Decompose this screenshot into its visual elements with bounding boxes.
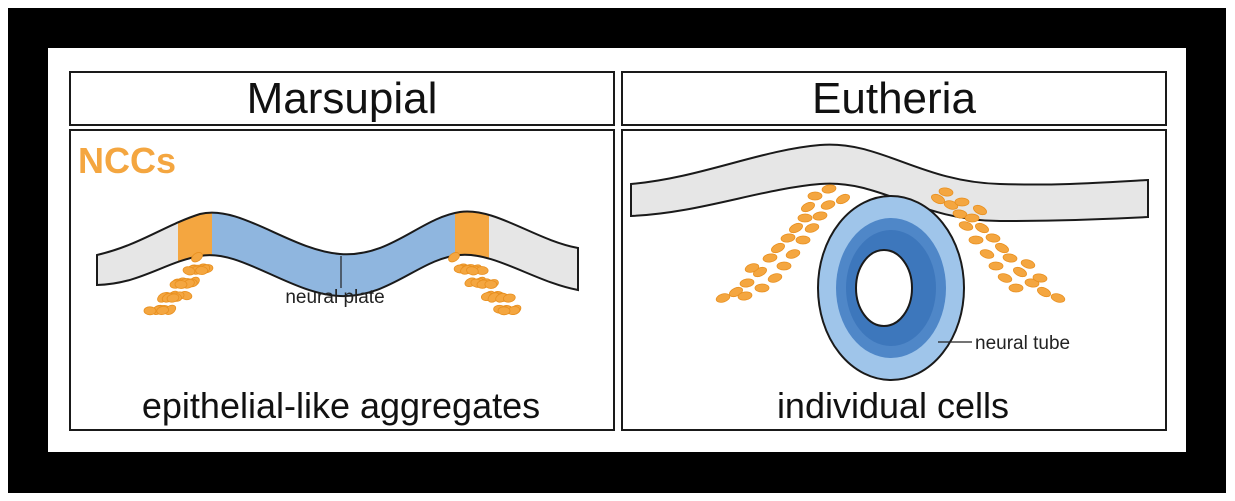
neural-plate-label: neural plate [285,287,384,308]
ncc-aggregate-right [448,252,522,316]
ncc-cell [1032,273,1048,283]
ncc-cell [497,306,511,316]
ncc-cell [502,293,516,303]
eutheria-caption: individual cells [776,385,1010,426]
ncc-region-right [455,211,489,297]
ncc-cell [767,273,783,283]
ncc-cell [466,266,479,276]
ncc-cell [1037,286,1051,298]
ncc-cell [938,187,954,197]
ncc-cell [801,201,815,213]
ncc-cell [739,278,755,288]
ncc-cell [744,263,760,273]
ncc-cell [789,222,803,234]
marsupial-ectoderm-outline [96,210,579,298]
ncc-cell [174,280,188,289]
ncc-cell [195,266,209,275]
neural-tube [817,195,965,381]
eutheria-ectoderm [630,143,1149,223]
ncc-cell [785,249,801,259]
ncc-cell [737,291,753,301]
ncc-cell [804,223,820,233]
ncc-cell [812,211,828,221]
ncc-cell [1002,253,1018,263]
ncc-cell [975,222,989,234]
eutheria-title: Eutheria [621,71,1167,126]
ncc-cell [754,283,770,293]
ncc-cell [797,213,813,223]
ncc-cell [182,266,196,276]
ncc-cell [762,253,778,263]
ncc-cell [1020,259,1036,269]
ncc-cell [988,261,1004,271]
marsupial-panel [69,129,615,431]
marsupial-title: Marsupial [69,71,615,126]
ncc-cell [484,280,498,289]
ncc-cell [1008,283,1024,293]
ncc-cell [821,184,837,194]
ncc-cell [968,235,984,245]
ncc-cell [143,306,157,316]
ncc-label: NCCs [78,140,177,181]
ncc-cell [995,242,1009,254]
ncc-cell [1050,293,1066,303]
ncc-cell [191,252,203,263]
ncc-cell [795,235,811,245]
ncc-cell [985,233,1001,243]
ncc-cell [715,293,731,303]
neural-tube-lumen [855,249,913,327]
ncc-individual-cells [715,184,1066,303]
ncc-cell [954,197,970,207]
ncc-cell [780,233,796,243]
ncc-cell [943,200,959,210]
ncc-cell [997,273,1013,283]
ncc-cell [807,191,823,201]
marsupial-caption: epithelial-like aggregates [141,385,541,426]
ncc-cell [448,252,460,263]
ncc-cell [771,242,785,254]
ncc-cell [836,193,850,205]
ncc-cell [166,293,180,303]
ncc-cell [964,213,980,223]
ncc-cell [156,305,169,315]
ncc-aggregate-left [143,252,214,316]
neural-tube-label: neural tube [975,333,1070,354]
ncc-cell [958,221,974,231]
ncc-cell [776,261,792,271]
ncc-cell [979,249,995,259]
ncc-cell [973,204,987,216]
ncc-cell [820,200,836,210]
ncc-cell [1013,266,1027,278]
ncc-cell [931,193,945,205]
